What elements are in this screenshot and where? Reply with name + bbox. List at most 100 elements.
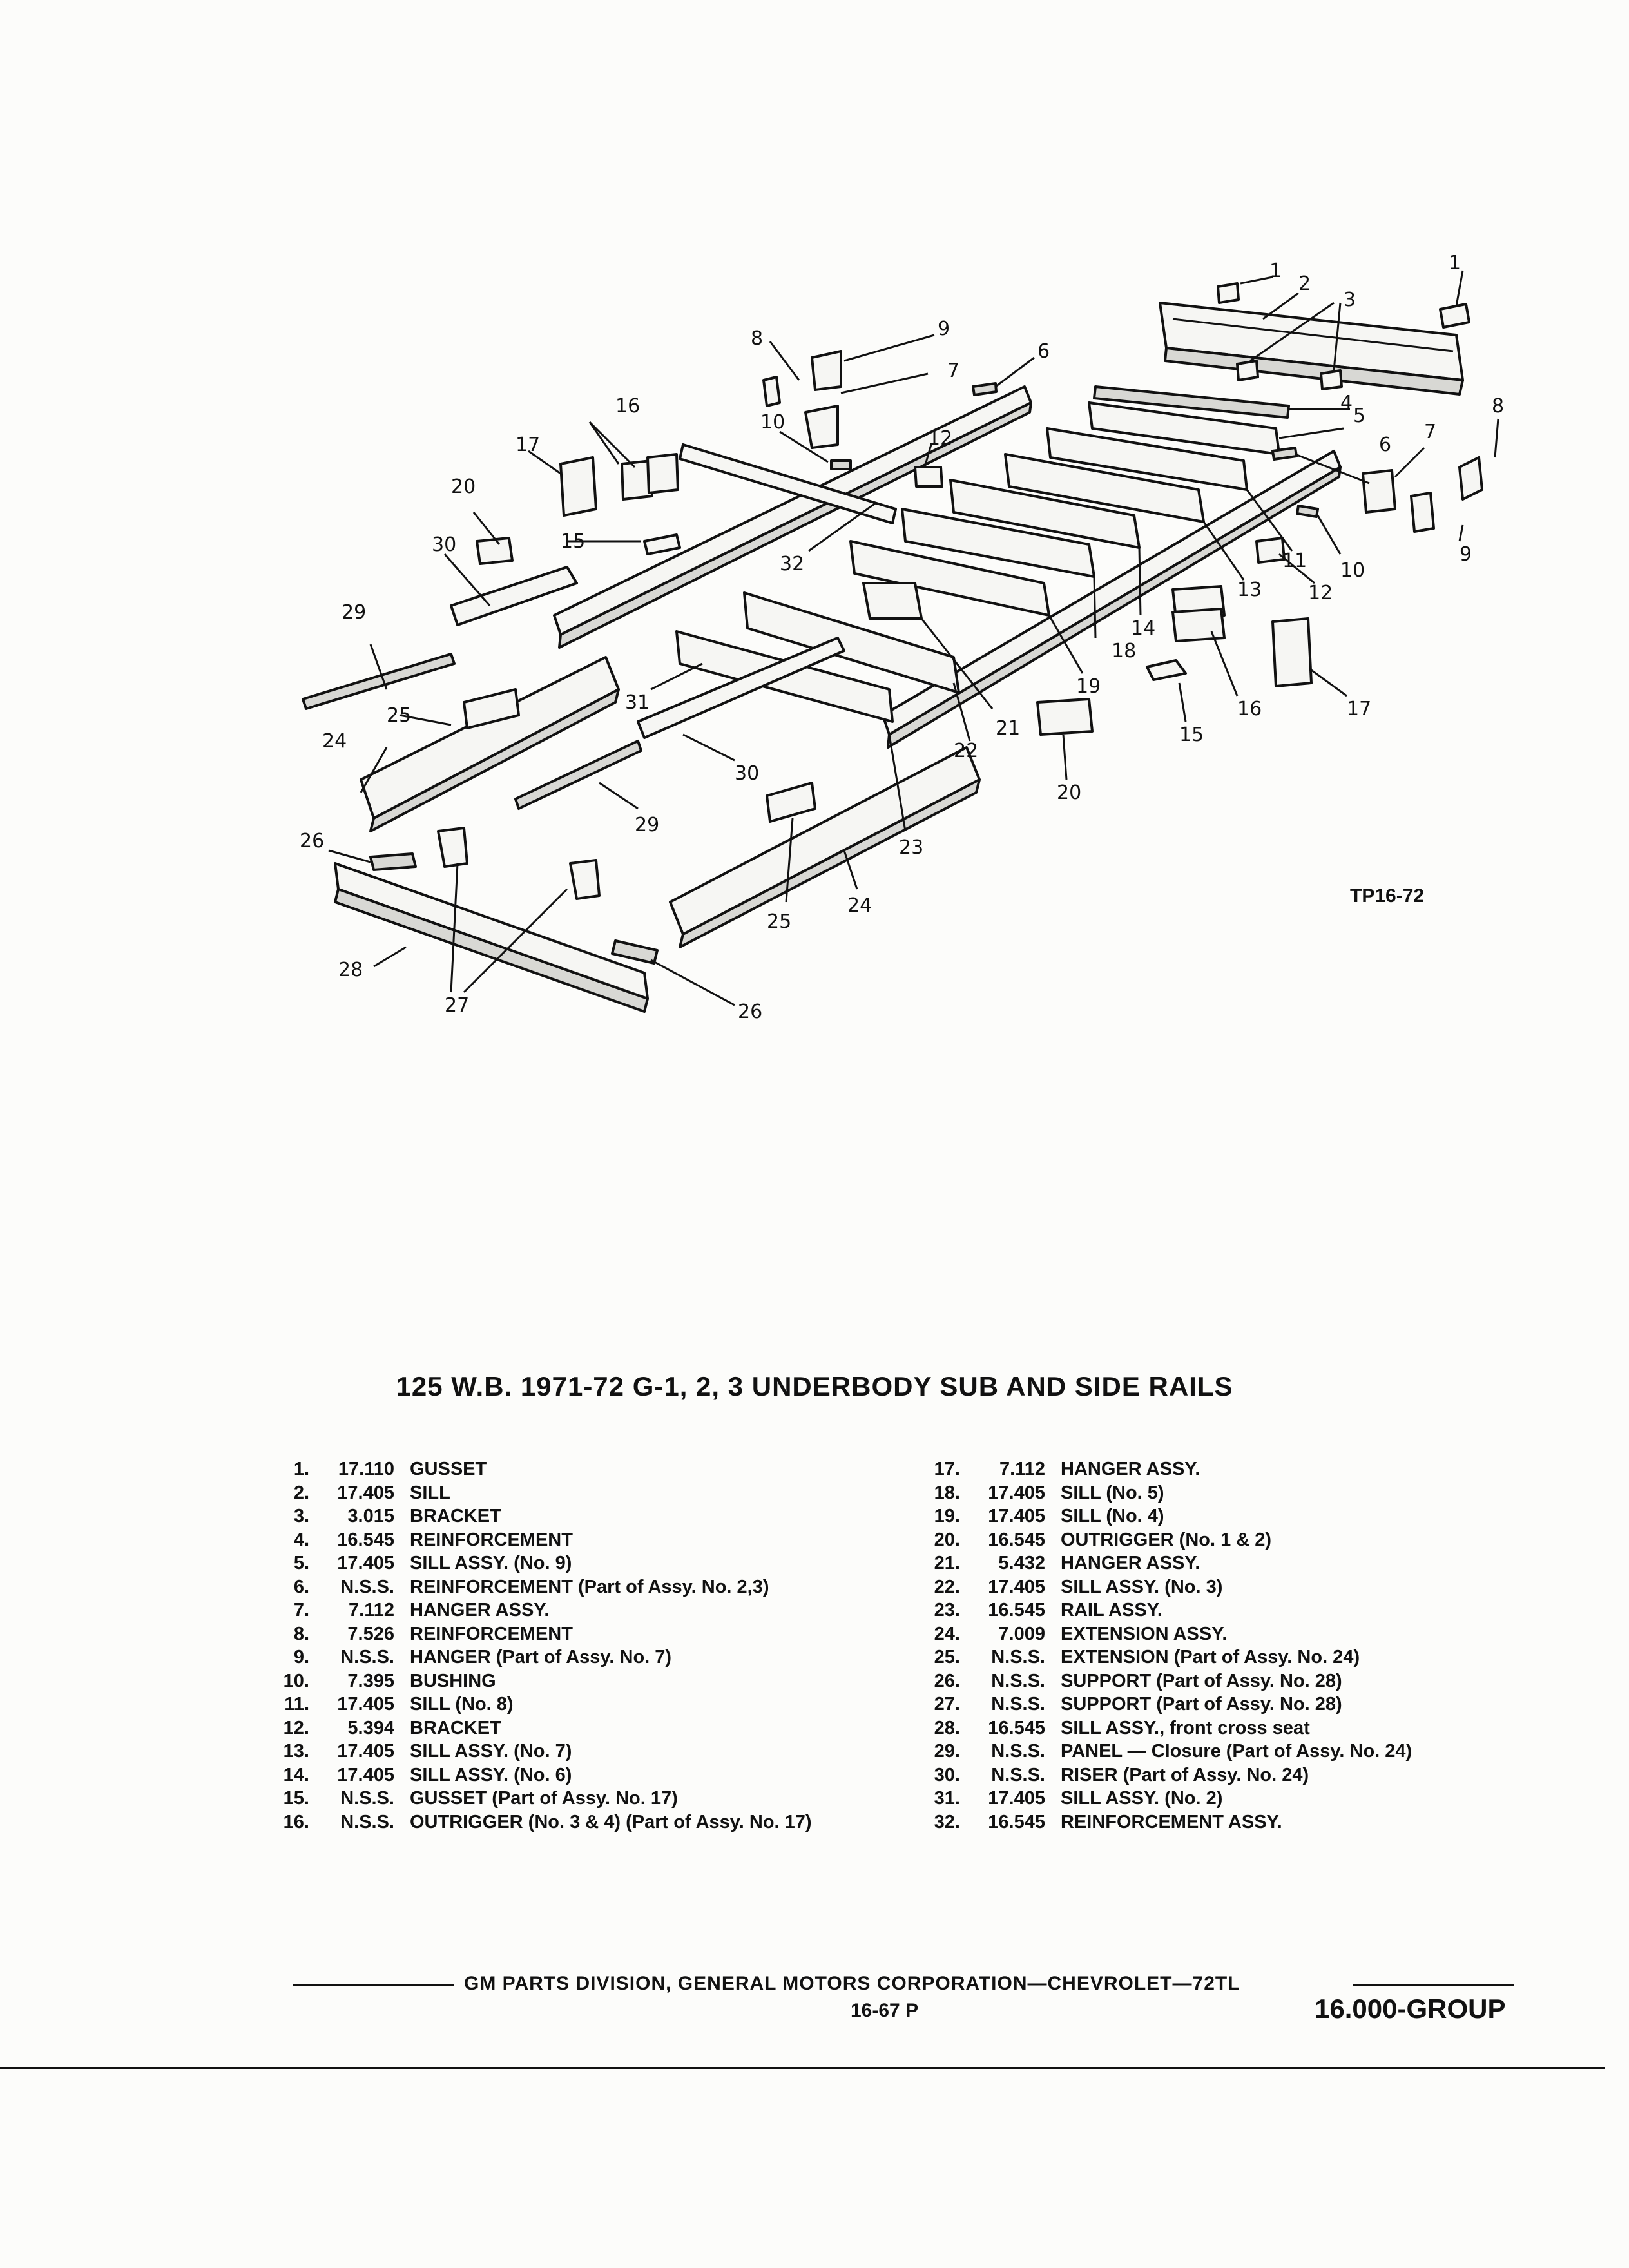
- part-description: BUSHING: [410, 1670, 496, 1691]
- parts-list-row: 30.N.S.S.RISER (Part of Assy. No. 24): [915, 1763, 1412, 1787]
- footer-rule-left: [293, 1984, 454, 1986]
- part-number: 15.: [283, 1788, 309, 1809]
- bracket-12: [1255, 537, 1286, 564]
- part-code: 17.405: [337, 1764, 394, 1785]
- part-description: SILL ASSY. (No. 7): [410, 1741, 572, 1762]
- callout-label: 7: [1424, 421, 1436, 443]
- part-code: N.S.S.: [991, 1670, 1045, 1691]
- gusset-part: [1439, 303, 1470, 329]
- part-number: 18.: [934, 1482, 960, 1503]
- callout-label: 7: [947, 360, 959, 382]
- callout-label: 29: [342, 601, 366, 624]
- part-description: REINFORCEMENT (Part of Assy. No. 2,3): [410, 1576, 769, 1597]
- callout-label: 15: [561, 530, 585, 553]
- callout-label: 17: [1347, 698, 1371, 720]
- parts-list-row: 16.N.S.S.OUTRIGGER (No. 3 & 4) (Part of …: [264, 1811, 812, 1834]
- part-description: GUSSET: [410, 1459, 487, 1479]
- bottom-rule: [0, 2067, 1605, 2069]
- part-description: BRACKET: [410, 1717, 501, 1738]
- part-code: 16.545: [988, 1811, 1045, 1832]
- reinforcement-8: [1458, 456, 1483, 501]
- part-code: N.S.S.: [340, 1647, 394, 1667]
- riser-part: [450, 566, 578, 626]
- part-number: 31.: [934, 1788, 960, 1809]
- extension-25: [463, 688, 520, 729]
- callout-labels: 1 1 2 3 4 5 6 6 7 7 8 8 9 9 10 10 11 12 …: [300, 252, 1504, 1023]
- callout-label: 3: [1344, 289, 1356, 311]
- extension-assy-left: [360, 656, 620, 832]
- part-description: SUPPORT (Part of Assy. No. 28): [1061, 1670, 1342, 1691]
- part-description: SILL (No. 8): [410, 1694, 514, 1715]
- part-code: N.S.S.: [991, 1694, 1045, 1715]
- part-description: REINFORCEMENT ASSY.: [1061, 1811, 1282, 1832]
- page-title: 125 W.B. 1971-72 G-1, 2, 3 UNDERBODY SUB…: [396, 1371, 1233, 1401]
- callout-label: 26: [300, 830, 324, 852]
- callout-label: 30: [432, 533, 456, 556]
- part-number: 16.: [283, 1811, 309, 1832]
- part-number: 28.: [934, 1717, 960, 1738]
- hanger-assy-17: [1271, 617, 1313, 687]
- callout-label: 25: [387, 704, 411, 727]
- outrigger-part: [621, 459, 653, 501]
- part-code: 17.405: [337, 1694, 394, 1715]
- callout-label: 2: [1298, 273, 1311, 295]
- footer-corporation: GM PARTS DIVISION, GENERAL MOTORS CORPOR…: [464, 1973, 1240, 1994]
- callout-label: 20: [451, 476, 476, 498]
- outrigger-part: [1036, 698, 1094, 736]
- callout-label: 17: [516, 434, 540, 456]
- part-description: SUPPORT (Part of Assy. No. 28): [1061, 1694, 1342, 1715]
- footer-rule-right: [1353, 1984, 1514, 1986]
- outrigger-part: [646, 453, 679, 494]
- extension-25: [766, 782, 816, 823]
- bracket-part: [1236, 360, 1259, 381]
- part-description: PANEL — Closure (Part of Assy. No. 24): [1061, 1741, 1412, 1762]
- callout-label: 18: [1112, 640, 1136, 662]
- gusset-15: [643, 533, 681, 555]
- part-number: 4.: [293, 1529, 309, 1550]
- part-number: 14.: [283, 1764, 309, 1785]
- part-number: 1.: [293, 1459, 309, 1479]
- parts-list-row: 29.N.S.S.PANEL — Closure (Part of Assy. …: [915, 1740, 1412, 1763]
- part-number: 21.: [934, 1553, 960, 1573]
- part-number: 13.: [283, 1741, 309, 1762]
- callout-label: 16: [1237, 698, 1262, 720]
- hanger-part: [1362, 469, 1396, 514]
- callout-label: 22: [954, 740, 978, 762]
- hanger-assy: [862, 582, 923, 620]
- callout-label: 10: [760, 411, 785, 434]
- bracket-part: [1320, 369, 1343, 390]
- callout-label: 27: [445, 994, 469, 1017]
- parts-list-row: 6.N.S.S.REINFORCEMENT (Part of Assy. No.…: [264, 1575, 812, 1599]
- part-code: 17.405: [988, 1482, 1045, 1503]
- callout-label: 31: [625, 691, 650, 714]
- part-number: 29.: [934, 1741, 960, 1762]
- callout-label: 30: [735, 762, 759, 785]
- extension-assy-right: [669, 746, 981, 948]
- callout-label: 9: [1460, 543, 1472, 566]
- hanger-part: [804, 405, 839, 449]
- callout-label: 5: [1353, 405, 1365, 427]
- reinforcement-6: [972, 382, 998, 396]
- riser-part-center: [637, 637, 845, 739]
- part-description: SILL (No. 4): [1061, 1506, 1164, 1526]
- bracket-12: [914, 466, 943, 488]
- callout-label: 11: [1282, 550, 1307, 572]
- part-number: 19.: [934, 1506, 960, 1526]
- reinforcement-assy: [679, 443, 897, 524]
- leader-lines: [328, 270, 1499, 1006]
- part-number: 17.: [934, 1459, 960, 1479]
- part-description: SILL: [410, 1482, 450, 1503]
- bushing-10: [830, 459, 852, 470]
- part-code: 3.015: [347, 1506, 394, 1526]
- part-description: SILL ASSY. (No. 2): [1061, 1788, 1223, 1809]
- part-description: REINFORCEMENT: [410, 1623, 573, 1644]
- part-description: EXTENSION (Part of Assy. No. 24): [1061, 1647, 1360, 1667]
